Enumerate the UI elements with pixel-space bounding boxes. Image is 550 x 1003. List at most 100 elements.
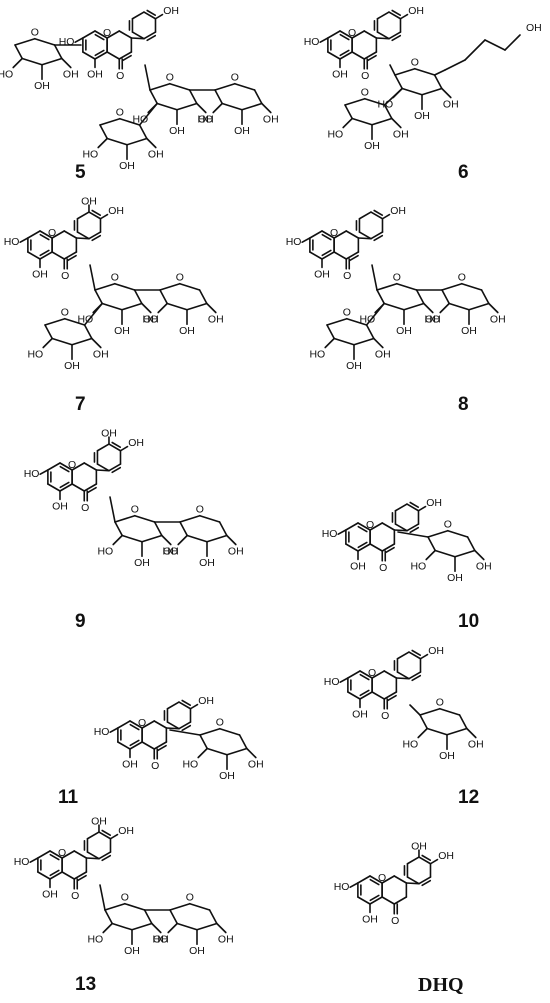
bond — [415, 289, 425, 305]
bond — [214, 82, 236, 91]
bond — [347, 691, 361, 700]
bond — [394, 67, 416, 76]
bond — [169, 82, 191, 91]
bond — [112, 534, 123, 546]
atom-label: OH — [101, 427, 117, 439]
atom-label: OH — [114, 325, 130, 337]
bond — [488, 302, 499, 314]
bond — [345, 251, 360, 260]
atom-label: O — [393, 272, 401, 284]
bond — [396, 651, 410, 660]
atom-label: HO — [327, 129, 343, 141]
atom-label: OH — [34, 80, 50, 92]
bond — [97, 137, 108, 149]
bond — [466, 536, 476, 552]
bond — [458, 714, 468, 730]
bond — [165, 727, 180, 730]
atom-label: O — [378, 872, 386, 884]
atom-label: OH — [346, 360, 362, 372]
bond — [408, 651, 422, 660]
bond — [363, 51, 378, 60]
bond — [166, 701, 180, 710]
bond — [119, 445, 129, 452]
bond — [466, 727, 477, 739]
atom-label: OH — [119, 160, 135, 172]
bond — [167, 922, 178, 934]
bond — [371, 691, 386, 700]
atom-label: O — [71, 890, 79, 902]
bond — [371, 670, 386, 679]
bond — [371, 264, 378, 291]
bond — [63, 230, 78, 239]
bond — [421, 854, 432, 861]
bond — [108, 443, 122, 452]
bond — [383, 302, 405, 311]
bond — [106, 137, 128, 146]
atom-label: OH — [93, 349, 109, 361]
bond — [178, 701, 192, 710]
bond — [138, 124, 148, 140]
bond — [349, 882, 359, 889]
atom-label: OH — [468, 739, 484, 751]
bond — [376, 31, 390, 40]
bond — [47, 483, 61, 492]
bond — [124, 902, 146, 911]
bond — [357, 522, 371, 531]
atom-label: OH — [91, 815, 107, 827]
bond — [117, 720, 131, 729]
atom-label: OH — [108, 205, 124, 217]
atom-label: OH — [153, 934, 169, 946]
atom-label: O — [196, 504, 204, 516]
bond — [60, 57, 72, 69]
bond — [359, 670, 373, 679]
bond — [351, 117, 373, 126]
compound-label-6: 6 — [458, 162, 469, 183]
bond — [388, 11, 402, 20]
bond — [86, 486, 97, 494]
atom-label: HO — [152, 934, 168, 946]
atom-label: OH — [490, 314, 506, 326]
bond — [143, 11, 157, 20]
bond — [64, 317, 86, 326]
atom-label: OH — [199, 557, 215, 569]
bond — [321, 249, 332, 257]
bond — [301, 237, 311, 244]
atom-label: OH — [352, 708, 368, 720]
bond — [131, 11, 145, 20]
bond — [373, 337, 384, 349]
bond — [101, 854, 112, 862]
bond — [393, 875, 408, 884]
bond — [411, 649, 422, 656]
bond — [181, 724, 192, 732]
atom-label: HO — [14, 856, 30, 868]
bond — [159, 282, 181, 291]
bond — [71, 483, 86, 492]
atom-label: OH — [314, 268, 330, 280]
atom-label: OH — [52, 500, 68, 512]
bond — [39, 230, 53, 239]
atom-label: HO — [286, 236, 302, 248]
bond — [434, 549, 456, 558]
bond — [321, 230, 335, 239]
bond — [391, 34, 402, 42]
bond — [126, 137, 148, 146]
bond — [418, 876, 432, 885]
bond — [98, 851, 112, 860]
bond — [83, 462, 98, 471]
bond — [37, 850, 51, 859]
bond — [421, 87, 443, 96]
bond — [177, 534, 188, 546]
bond — [206, 534, 228, 543]
bond — [196, 102, 207, 114]
bond — [94, 33, 105, 41]
atom-label: O — [458, 272, 466, 284]
bond — [337, 529, 347, 536]
bond — [345, 230, 360, 239]
atom-label: OH — [426, 497, 442, 509]
bond — [370, 231, 384, 240]
bond — [49, 871, 63, 880]
bond — [218, 521, 228, 537]
